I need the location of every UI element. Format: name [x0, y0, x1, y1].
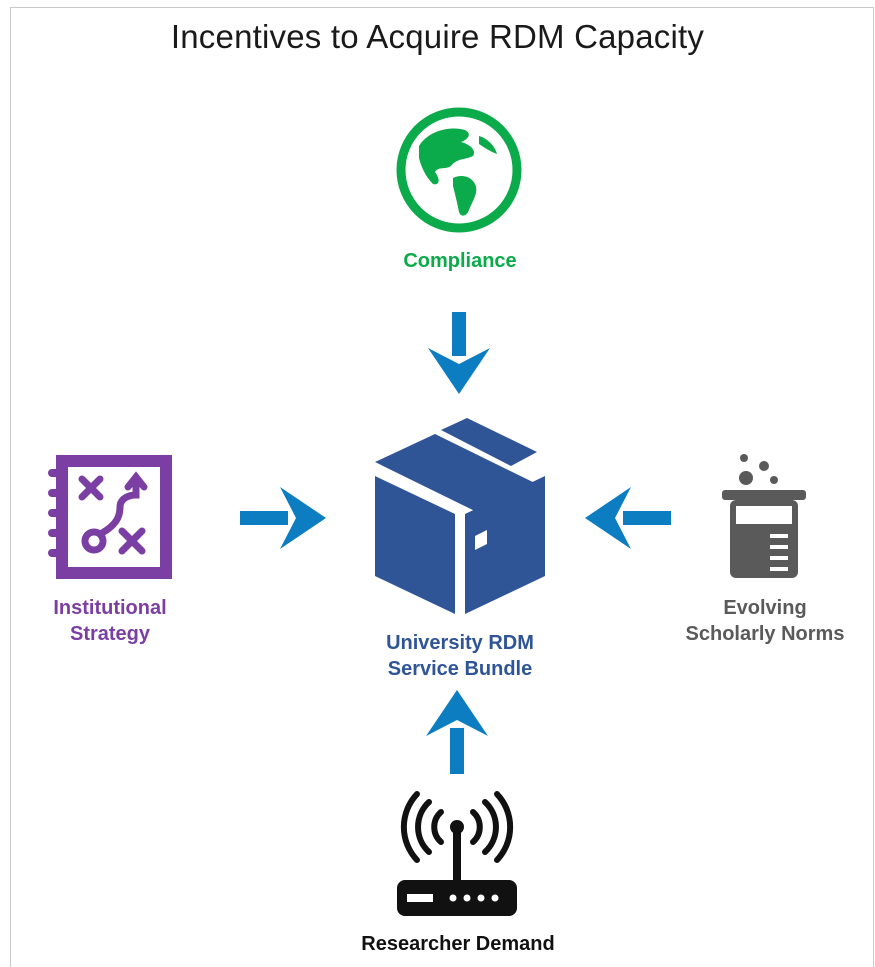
beaker-icon — [722, 454, 806, 578]
strategy-playbook-icon — [48, 455, 172, 579]
box-icon — [375, 418, 545, 614]
strategy-label-line1: Institutional — [53, 597, 167, 619]
strategy-label-line2: Strategy — [69, 623, 151, 645]
norms-label-line1: Evolving — [723, 597, 807, 619]
center-label: University RDM Service Bundle — [340, 630, 580, 682]
center-label-line1: University RDM — [386, 632, 534, 654]
arrow-right-icon — [240, 487, 326, 549]
diagram-frame — [10, 7, 874, 967]
compliance-label: Compliance — [403, 250, 517, 272]
globe-icon — [396, 107, 522, 233]
norms-label-line2: Scholarly Norms — [685, 623, 845, 645]
arrow-left-icon — [585, 487, 671, 549]
wifi-router-icon — [397, 791, 517, 916]
arrow-down-icon — [428, 312, 490, 394]
arrow-up-icon — [426, 690, 488, 774]
diagram-title: Incentives to Acquire RDM Capacity — [170, 18, 705, 55]
strategy-label: Institutional Strategy — [30, 595, 190, 647]
center-label-line2: Service Bundle — [387, 658, 533, 680]
norms-label: Evolving Scholarly Norms — [660, 595, 870, 647]
demand-label: Researcher Demand — [361, 933, 555, 955]
